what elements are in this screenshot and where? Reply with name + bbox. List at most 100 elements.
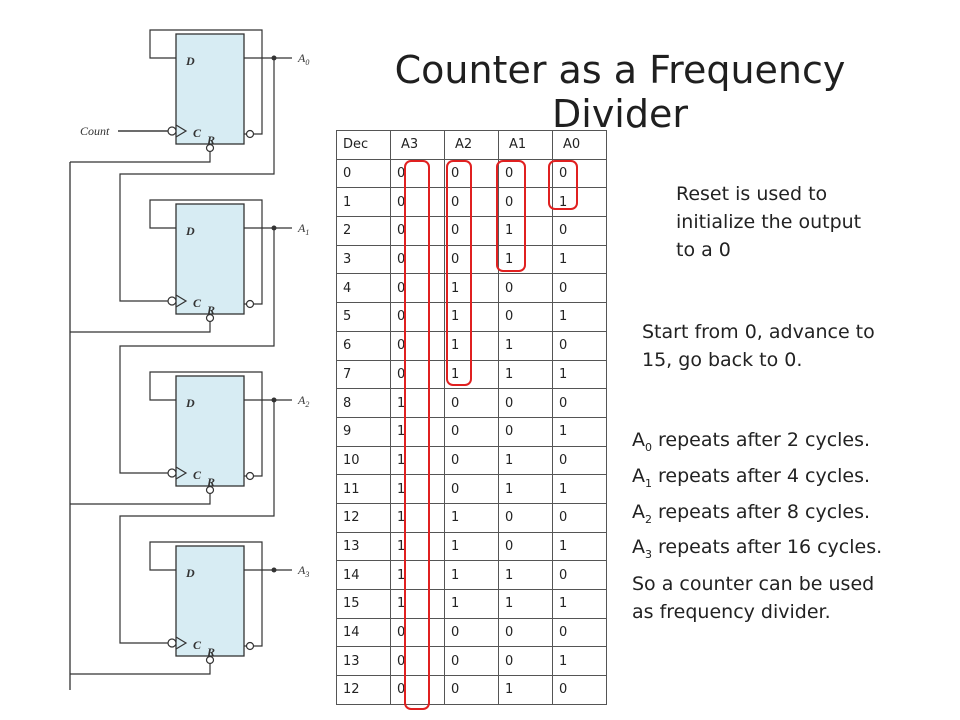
table-cell: 0 <box>498 302 553 332</box>
table-cell: 12 <box>336 502 391 533</box>
table-cell: 2 <box>336 216 391 246</box>
a2-period-highlight <box>446 160 472 386</box>
table-cell: 0 <box>444 675 499 705</box>
svg-text:C: C <box>193 468 202 482</box>
a1-period-highlight <box>496 160 526 272</box>
table-cell: 0 <box>444 416 499 447</box>
table-cell: 1 <box>552 302 607 332</box>
table-cell: 0 <box>498 416 553 447</box>
table-cell: 0 <box>444 474 499 504</box>
header-dec: Dec <box>336 130 391 160</box>
table-cell: 0 <box>498 273 553 304</box>
table-cell: 1 <box>336 187 391 218</box>
table-cell: 13 <box>336 531 391 562</box>
table-cell: 8 <box>336 388 391 418</box>
table-cell: 14 <box>336 560 391 590</box>
table-cell: 11 <box>336 474 391 504</box>
table-cell: 0 <box>498 502 553 533</box>
output-label-a3: A3 <box>297 563 309 579</box>
table-cell: 0 <box>444 646 499 677</box>
table-cell: 1 <box>552 474 607 504</box>
a2-repeat-line: A2 repeats after 8 cycles. <box>632 500 871 526</box>
table-cell: 0 <box>390 675 445 705</box>
header-a3: A3 <box>390 130 445 160</box>
conclusion-note: So a counter can be used as frequency di… <box>632 573 875 623</box>
svg-text:R: R <box>206 645 215 659</box>
a3-period-highlight <box>404 160 430 710</box>
table-cell: 0 <box>552 273 607 304</box>
svg-text:D: D <box>185 396 195 410</box>
table-cell: 0 <box>498 617 553 648</box>
table-cell: 1 <box>498 560 553 590</box>
table-cell: 1 <box>552 531 607 562</box>
table-cell: 12 <box>336 675 391 705</box>
repeats-note: A0 repeats after 2 cycles. A1 repeats af… <box>632 426 882 569</box>
header-a1: A1 <box>498 130 553 160</box>
table-cell: 1 <box>498 589 553 619</box>
table-cell: 6 <box>336 330 391 361</box>
svg-text:R: R <box>206 133 215 147</box>
table-cell: 0 <box>390 244 445 275</box>
table-cell: 9 <box>336 416 391 447</box>
table-cell: 1 <box>390 531 445 562</box>
table-cell: 0 <box>552 617 607 648</box>
table-cell: 0 <box>444 388 499 418</box>
table-cell: 1 <box>552 244 607 275</box>
table-cell: 3 <box>336 244 391 275</box>
table-cell: 0 <box>444 445 499 476</box>
table-cell: 13 <box>336 646 391 677</box>
table-cell: 1 <box>552 646 607 677</box>
table-cell: 0 <box>390 158 445 189</box>
table-cell: 4 <box>336 273 391 304</box>
table-cell: 0 <box>390 646 445 677</box>
table-cell: 1 <box>444 531 499 562</box>
table-cell: 1 <box>444 502 499 533</box>
table-cell: 1 <box>390 589 445 619</box>
svg-text:D: D <box>185 566 195 580</box>
svg-text:C: C <box>193 126 202 140</box>
table-cell: 10 <box>336 445 391 476</box>
a1-repeat-line: A1 repeats after 4 cycles. <box>632 464 871 490</box>
output-label-a1: A1 <box>297 221 309 237</box>
reset-note: Reset is used to initialize the output t… <box>676 183 862 261</box>
slide-title: Counter as a Frequency Divider <box>360 48 880 136</box>
svg-text:R: R <box>206 475 215 489</box>
table-cell: 1 <box>498 445 553 476</box>
table-cell: 0 <box>552 216 607 246</box>
table-cell: 1 <box>552 416 607 447</box>
output-label-a2: A2 <box>297 393 309 409</box>
table-cell: 0 <box>552 445 607 476</box>
table-cell: 0 <box>498 531 553 562</box>
svg-text:R: R <box>206 303 215 317</box>
table-cell: 0 <box>498 388 553 418</box>
table-cell: 0 <box>444 617 499 648</box>
a3-repeat-line: A3 repeats after 16 cycles. <box>632 536 883 562</box>
table-cell: 5 <box>336 302 391 332</box>
table-cell: 1 <box>390 474 445 504</box>
header-a2: A2 <box>444 130 499 160</box>
table-cell: 1 <box>444 589 499 619</box>
table-cell: 15 <box>336 589 391 619</box>
a0-period-highlight <box>548 160 578 210</box>
table-cell: 0 <box>390 330 445 361</box>
table-cell: 1 <box>552 589 607 619</box>
table-cell: 14 <box>336 617 391 648</box>
svg-text:D: D <box>185 224 195 238</box>
header-a0: A0 <box>552 130 607 160</box>
start-note: Start from 0, advance to 15, go back to … <box>642 321 875 371</box>
table-cell: 1 <box>444 560 499 590</box>
